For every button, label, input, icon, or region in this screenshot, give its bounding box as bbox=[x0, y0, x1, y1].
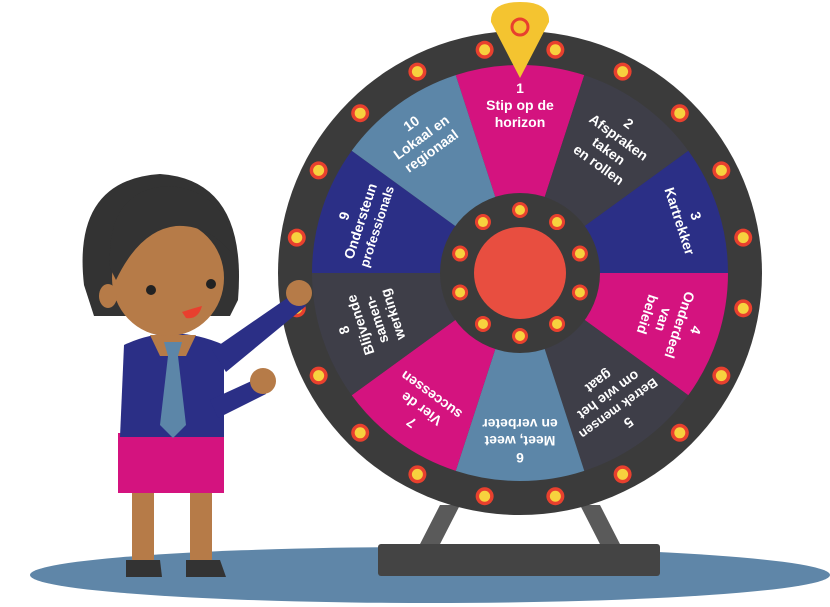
hub-bulb-light bbox=[477, 318, 488, 329]
hub-bulb-light bbox=[574, 248, 585, 259]
rim-bulb-light bbox=[479, 44, 491, 56]
rim-bulb-light bbox=[479, 490, 491, 502]
rim-bulb-light bbox=[674, 427, 686, 439]
segment-text: Stip op de bbox=[486, 97, 554, 113]
segment-text: en verbeter bbox=[482, 416, 558, 432]
hub-bulb-light bbox=[455, 287, 466, 298]
rim-bulb-light bbox=[715, 370, 727, 382]
rim-bulb-light bbox=[617, 66, 629, 78]
segment-number: 1 bbox=[516, 80, 524, 96]
hub-bulb-light bbox=[515, 205, 525, 215]
wheel-segment-2[interactable] bbox=[543, 75, 689, 229]
wheel-segment-6[interactable] bbox=[455, 345, 585, 482]
wheel-segment-1[interactable] bbox=[455, 65, 585, 201]
wheel-segments bbox=[312, 65, 728, 482]
hub-bulb-light bbox=[552, 217, 563, 228]
rim-bulb-light bbox=[674, 107, 686, 119]
segment-text: horizon bbox=[495, 114, 546, 130]
rim-bulb-light bbox=[313, 370, 325, 382]
wheel-segment-5[interactable] bbox=[543, 317, 689, 471]
rim-bulb-light bbox=[617, 468, 629, 480]
wheel-segment-10[interactable] bbox=[351, 75, 497, 229]
segment-text: van bbox=[652, 306, 675, 334]
hub-bulbs bbox=[452, 202, 588, 344]
rim-bulb-light bbox=[737, 232, 749, 244]
segment-text: Meet, weet bbox=[484, 433, 555, 449]
hub-bulb-light bbox=[455, 248, 466, 259]
wheel-segment-4[interactable] bbox=[581, 273, 728, 396]
hub-bulb-light bbox=[477, 217, 488, 228]
presenter-person bbox=[82, 174, 312, 577]
rim-bulb-light bbox=[354, 107, 366, 119]
hub-bulb-light bbox=[574, 287, 585, 298]
rim-bulb-light bbox=[411, 66, 423, 78]
rim-bulb-light bbox=[737, 302, 749, 314]
rim-bulb-light bbox=[411, 468, 423, 480]
wheel-segment-7[interactable] bbox=[351, 317, 497, 471]
wheel-segment-9[interactable] bbox=[312, 150, 459, 273]
rim-bulb-light bbox=[715, 164, 727, 176]
wheel-stand bbox=[378, 505, 660, 576]
rim-bulb-light bbox=[291, 232, 303, 244]
pointer-icon bbox=[490, 2, 550, 78]
rim-bulb-light bbox=[549, 490, 561, 502]
wheel-segment-8[interactable] bbox=[312, 273, 459, 396]
rim-bulb-light bbox=[549, 44, 561, 56]
rim-bulb-light bbox=[354, 427, 366, 439]
segment-number: 6 bbox=[516, 450, 524, 466]
hub-center[interactable] bbox=[474, 227, 566, 319]
wheel-segment-3[interactable] bbox=[581, 150, 728, 273]
hub-bulb-light bbox=[552, 318, 563, 329]
hub-bulb-light bbox=[515, 331, 525, 341]
rim-bulb-light bbox=[313, 164, 325, 176]
